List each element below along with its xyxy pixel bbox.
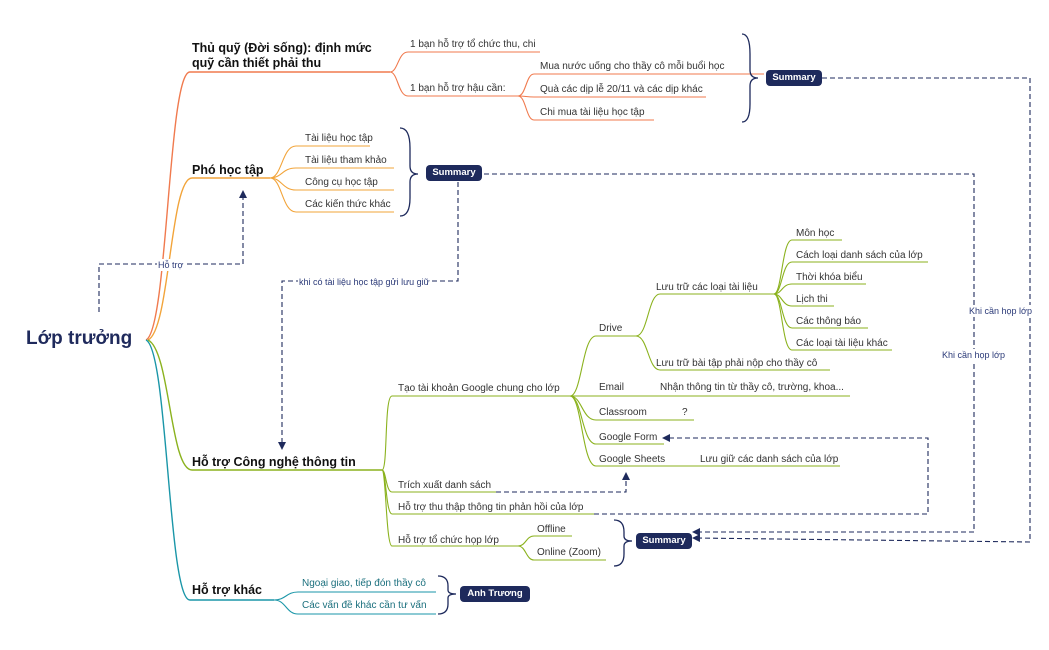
doc-type[interactable]: Lịch thi [796,294,828,305]
hau-can-item[interactable]: Chi mua tài liệu học tập [540,107,645,118]
drive-homework[interactable]: Lưu trữ bài tập phải nộp cho thầy cô [656,358,818,369]
edge-root-thu-quy [145,71,390,341]
doc-type[interactable]: Thời khóa biểu [796,272,863,283]
pho-hoc-tap-item[interactable]: Các kiến thức khác [305,199,391,210]
cntt-feedback[interactable]: Hỗ trợ thu thập thông tin phản hồi của l… [398,502,584,513]
relation-label-khi-co-tai-lieu[interactable]: khi có tài liệu học tập gửi lưu giữ [298,276,431,288]
cntt-meeting[interactable]: Hỗ trợ tổ chức họp lớp [398,535,499,546]
thu-quy-summary-brace [741,33,759,123]
doc-type[interactable]: Các loại tài liệu khác [796,338,888,349]
relation-label-khi-can-hop-lop-1[interactable]: Khi cần họp lớp [968,305,1033,317]
thu-quy-item[interactable]: 1 bạn hỗ trợ tổ chức thu, chi [410,39,536,50]
meeting-mode[interactable]: Offline [537,524,566,535]
thu-quy-item[interactable]: 1 bạn hỗ trợ hậu cần: [410,83,506,94]
pho-hoc-tap-item[interactable]: Tài liệu tham khảo [305,155,387,166]
pho-hoc-tap-item[interactable]: Tài liệu học tập [305,133,373,144]
edge-root-cntt [147,339,382,471]
google-form[interactable]: Google Form [599,432,658,443]
hau-can-item[interactable]: Quà các dịp lễ 20/11 và các dịp khác [540,84,703,95]
cntt-edges [381,239,928,561]
branch-khac-title[interactable]: Hỗ trợ khác [192,583,263,597]
cntt-summary[interactable]: Summary [636,533,692,549]
khac-summary[interactable]: Anh Trương [460,586,530,602]
cntt-extract[interactable]: Trích xuất danh sách [398,480,492,491]
khac-summary-brace [437,575,457,615]
drive-docs[interactable]: Lưu trữ các loại tài liệu [656,282,758,293]
pho-hoc-tap-summary-brace [399,127,419,217]
edge-root-khac [145,339,274,601]
khac-edges [273,591,436,615]
pho-hoc-tap-summary[interactable]: Summary [426,165,482,181]
classroom-desc[interactable]: ? [682,407,688,418]
pho-hoc-tap-edges [269,145,394,213]
doc-type[interactable]: Các thông báo [796,316,862,327]
google-drive[interactable]: Drive [599,323,623,334]
email-desc[interactable]: Nhận thông tin từ thầy cô, trường, khoa.… [660,382,844,393]
pho-hoc-tap-item[interactable]: Công cụ học tập [305,177,378,188]
branch-pho-hoc-tap-title[interactable]: Phó học tập [192,163,264,177]
doc-type[interactable]: Cách loại danh sách của lớp [796,250,923,261]
google-email[interactable]: Email [599,382,625,393]
branch-thu-quy-title-2[interactable]: quỹ cần thiết phải thu [192,56,322,70]
cntt-google-account[interactable]: Tạo tài khoản Google chung cho lớp [398,383,560,394]
relation-pho-hoc-tap-to-meeting [484,173,975,536]
doc-type[interactable]: Môn học [796,228,835,239]
relation-label-ho-tro[interactable]: Hỗ trợ [157,259,185,271]
relation-feedback-to-form [594,434,929,515]
meeting-mode[interactable]: Online (Zoom) [537,547,601,558]
google-classroom[interactable]: Classroom [599,407,647,418]
relation-khi-co-tai-lieu [278,182,459,450]
thu-quy-summary[interactable]: Summary [766,70,822,86]
root-node[interactable]: Lớp trưởng [26,328,133,349]
edge-root-pho-hoc-tap [147,177,270,341]
relation-extract-to-sheets [496,472,630,493]
khac-item[interactable]: Ngoại giao, tiếp đón thầy cô [302,578,426,589]
khac-item[interactable]: Các vấn đề khác cần tư vấn [302,600,427,611]
branch-cntt-title[interactable]: Hỗ trợ Công nghệ thông tin [192,455,356,469]
cntt-summary-brace [613,519,633,567]
hau-can-item[interactable]: Mua nước uống cho thầy cô mỗi buổi học [540,61,725,72]
relation-label-khi-can-hop-lop-2[interactable]: Khi cần họp lớp [941,349,1006,361]
thu-quy-edges [389,51,764,121]
google-sheets[interactable]: Google Sheets [599,454,666,465]
sheets-desc[interactable]: Lưu giữ các danh sách của lớp [700,454,839,465]
branch-thu-quy-title-1[interactable]: Thủ quỹ (Đời sống): định mức [192,41,372,55]
